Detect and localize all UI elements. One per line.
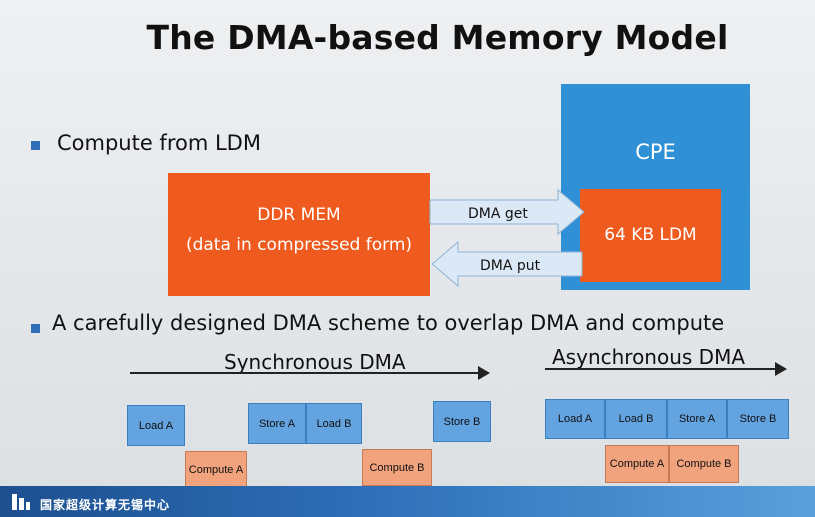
bullet-marker [31,324,40,333]
sync-store-b-block: Store B [433,401,491,442]
async-compute-a-block: Compute A [605,445,669,483]
bullet-compute-from-ldm: Compute from LDM [57,131,261,155]
sync-timeline-line [130,372,480,374]
dma-put-arrow [431,240,583,288]
sync-compute-b-block: Compute B [362,449,432,486]
dma-put-label: DMA put [480,258,541,274]
async-dma-heading: Asynchronous DMA [552,345,746,369]
async-timeline-arrowhead-icon [775,362,787,376]
footer-bar [0,486,815,517]
async-compute-b-block: Compute B [669,445,739,483]
dma-get-arrow [429,188,585,236]
sync-dma-heading: Synchronous DMA [224,350,406,374]
ldm-box [580,189,721,282]
sync-load-b-block: Load B [306,403,362,444]
async-store-a-block: Store A [667,399,727,439]
footer-org-name: 国家超级计算无锡中心 [40,498,171,512]
ddr-mem-box [168,173,430,296]
dma-arrows [429,188,585,288]
slide-title: The DMA-based Memory Model [146,18,729,57]
cpe-label: CPE [635,140,676,164]
async-load-a-block: Load A [545,399,605,439]
ddr-mem-label: DDR MEM [257,205,341,225]
sync-store-a-block: Store A [248,403,306,444]
sync-compute-a-block: Compute A [185,451,247,488]
sync-timeline-arrowhead-icon [478,366,490,380]
building-logo-icon [12,494,30,510]
ddr-mem-sublabel: (data in compressed form) [185,235,413,255]
ldm-label: 64 KB LDM [604,225,697,245]
async-timeline-line [545,368,777,370]
bullet-marker [31,141,40,150]
async-store-b-block: Store B [727,399,789,439]
sync-load-a-block: Load A [127,405,185,446]
bullet-dma-scheme: A carefully designed DMA scheme to overl… [52,311,725,335]
async-load-b-block: Load B [605,399,667,439]
dma-get-label: DMA get [468,206,528,222]
